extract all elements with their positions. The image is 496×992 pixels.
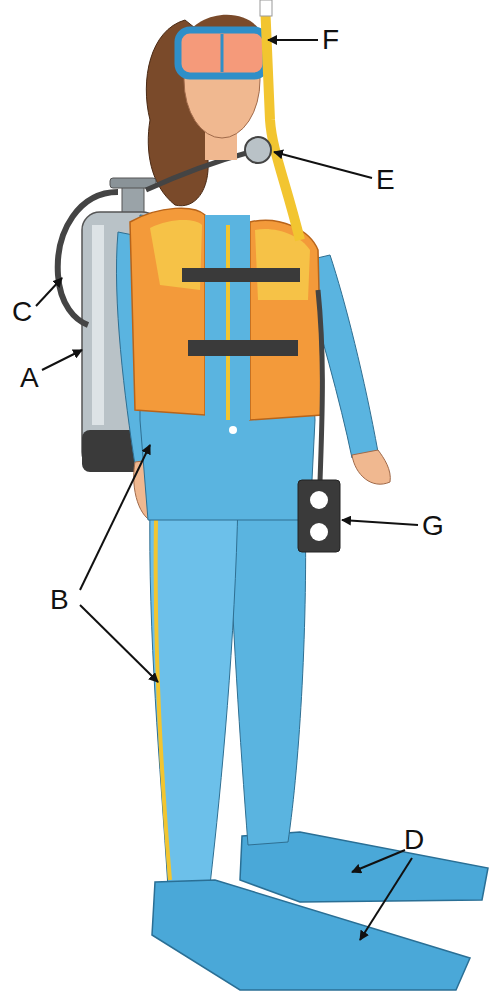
vest-left <box>130 208 205 415</box>
air-hose <box>58 192 118 325</box>
right-hand <box>352 450 390 484</box>
dive-mask <box>178 30 266 76</box>
fin-front <box>152 880 470 990</box>
gauge-dial <box>310 523 328 541</box>
leader-arrow <box>352 850 405 872</box>
leader-arrow <box>268 39 318 41</box>
callout-letter: C <box>12 298 32 326</box>
leader-arrow <box>36 278 62 306</box>
callout-letter: G <box>422 512 444 540</box>
vest-right <box>250 220 322 420</box>
gauge-hose <box>318 290 322 482</box>
callout-letter: A <box>20 364 39 392</box>
suit-front <box>205 215 250 420</box>
gauge-console <box>298 480 340 552</box>
leader-arrow <box>360 858 412 940</box>
vest-strap <box>188 340 298 356</box>
leader-arrow <box>342 520 418 525</box>
leader-arrow <box>42 350 82 370</box>
leader-arrow <box>80 605 158 682</box>
tank-valve <box>122 185 144 213</box>
regulator <box>245 137 271 163</box>
callout-letter: F <box>322 26 339 54</box>
mask-frame <box>221 34 224 72</box>
tank-highlight <box>92 225 104 425</box>
right-leg <box>228 500 306 845</box>
leader-arrow <box>80 445 150 590</box>
callout-letter: E <box>376 166 395 194</box>
suit-stripe <box>156 520 170 880</box>
left-leg <box>150 500 238 888</box>
vest-strap <box>182 268 300 282</box>
suit-stripe <box>226 225 230 420</box>
callout-letter: D <box>404 826 424 854</box>
gauge-dial <box>310 491 328 509</box>
snorkel <box>265 2 300 240</box>
snorkel-tip <box>260 0 272 16</box>
suit-button <box>229 426 237 434</box>
callout-letter: B <box>50 586 69 614</box>
leader-arrow <box>274 152 372 178</box>
vest-shoulder <box>255 229 310 300</box>
